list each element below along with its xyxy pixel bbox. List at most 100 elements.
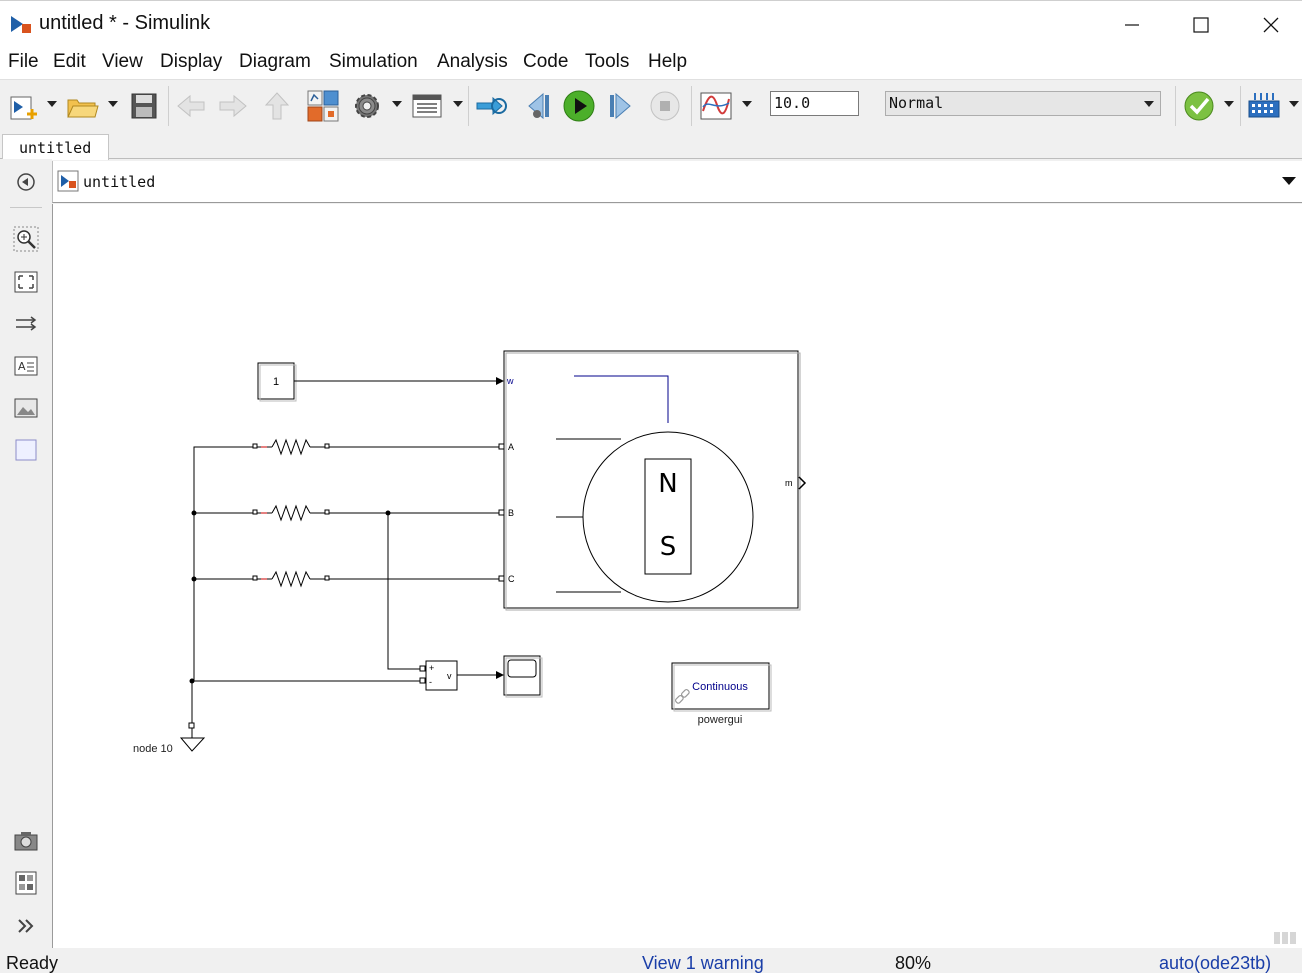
menu-analysis[interactable]: Analysis: [437, 51, 508, 72]
image-icon[interactable]: [13, 395, 39, 421]
new-model-icon[interactable]: [6, 89, 40, 123]
model-tab-strip: untitled: [0, 132, 1302, 160]
menu-display[interactable]: Display: [160, 51, 223, 72]
menu-diagram[interactable]: Diagram: [239, 51, 311, 72]
synchronous-machine-block[interactable]: N S w A B C m: [498, 350, 807, 611]
resistor-a[interactable]: [252, 438, 330, 456]
simulation-mode-select[interactable]: Normal: [885, 91, 1161, 116]
stop-simulation-icon[interactable]: [648, 89, 682, 123]
scope-block[interactable]: [503, 655, 543, 698]
maximize-button[interactable]: [1178, 7, 1224, 43]
chevron-down-icon: [1144, 101, 1154, 107]
step-forward-icon[interactable]: [604, 89, 638, 123]
chevron-down-icon[interactable]: [453, 101, 463, 109]
powergui-label: powergui: [698, 714, 743, 726]
menu-edit[interactable]: Edit: [53, 51, 86, 72]
expand-chevron-icon[interactable]: [13, 913, 39, 939]
up-arrow-icon[interactable]: [260, 89, 294, 123]
constant-block[interactable]: 1: [257, 362, 297, 402]
menu-simulation[interactable]: Simulation: [329, 51, 418, 72]
menu-file[interactable]: File: [8, 51, 39, 72]
route-lines-icon[interactable]: [13, 311, 39, 337]
solver-link[interactable]: auto(ode23tb): [1159, 953, 1272, 973]
toolbar-separator: [691, 86, 692, 126]
chevron-down-icon[interactable]: [108, 101, 118, 109]
save-icon[interactable]: [127, 89, 161, 123]
menu-tools[interactable]: Tools: [585, 51, 630, 72]
chevron-down-icon[interactable]: [392, 101, 402, 109]
minimize-icon: [1125, 24, 1139, 26]
menu-code[interactable]: Code: [523, 51, 569, 72]
wiring[interactable]: [191, 446, 504, 723]
vm-output-label: v: [447, 671, 452, 681]
area-icon[interactable]: [13, 437, 39, 463]
zoom-level: 80%: [895, 953, 932, 973]
menu-help[interactable]: Help: [648, 51, 688, 72]
stop-time-input[interactable]: 10.0: [770, 91, 859, 116]
resistor-b[interactable]: [252, 504, 330, 522]
gear-icon[interactable]: [350, 89, 384, 123]
simulation-mode-value: Normal: [889, 94, 944, 112]
maximize-icon: [1193, 17, 1209, 33]
simulink-app-icon: [11, 16, 31, 33]
menu-view[interactable]: View: [102, 51, 143, 72]
port-a-label: A: [508, 442, 514, 452]
open-folder-icon[interactable]: [65, 89, 99, 123]
port-b-label: B: [508, 508, 514, 518]
junction-dots: [189, 510, 391, 684]
chevron-down-icon[interactable]: [1224, 101, 1234, 109]
block-palette: A: [0, 159, 52, 948]
link-icon: [674, 688, 690, 704]
build-model-icon[interactable]: [1247, 89, 1281, 123]
model-address-bar[interactable]: untitled: [52, 161, 1302, 203]
update-diagram-icon[interactable]: [475, 89, 509, 123]
zoom-in-icon[interactable]: [13, 226, 39, 252]
view-warnings-link[interactable]: View 1 warning: [642, 953, 764, 973]
run-simulation-icon[interactable]: [562, 89, 596, 123]
library-browser-icon[interactable]: [306, 89, 340, 123]
ground-block[interactable]: node 10: [133, 722, 206, 755]
forward-arrow-icon[interactable]: [216, 89, 250, 123]
toolbar-separator: [1240, 86, 1241, 126]
close-button[interactable]: [1248, 7, 1294, 43]
powergui-mode-text: Continuous: [692, 681, 748, 693]
hide-show-explorer-icon[interactable]: [13, 169, 39, 195]
back-arrow-icon[interactable]: [174, 89, 208, 123]
chevron-down-icon[interactable]: [1282, 177, 1296, 186]
model-path: untitled: [83, 173, 156, 191]
chevron-down-icon[interactable]: [47, 101, 57, 109]
chevron-down-icon[interactable]: [742, 101, 752, 109]
toolbar-separator: [1175, 86, 1176, 126]
step-back-icon[interactable]: [521, 89, 555, 123]
viewmarks-icon[interactable]: [13, 870, 39, 896]
chevron-down-icon[interactable]: [1289, 101, 1299, 109]
diagram-canvas[interactable]: 1: [52, 204, 1302, 948]
voltage-measurement-block[interactable]: + - v: [419, 660, 458, 691]
model-diagram: 1: [133, 350, 1296, 944]
vm-plus-label: +: [429, 663, 434, 673]
minimize-button[interactable]: [1109, 7, 1155, 43]
screenshot-icon[interactable]: [13, 828, 39, 854]
palette-separator: [10, 207, 42, 208]
window-title: untitled * - Simulink: [39, 12, 211, 34]
annotation-icon[interactable]: A: [13, 353, 39, 379]
status-text: Ready: [6, 953, 59, 973]
menu-bar: File Edit View Display Diagram Simulatio…: [0, 45, 1302, 79]
resize-grip-icon[interactable]: [1274, 932, 1296, 944]
toolbar-separator: [168, 86, 169, 126]
magnet-north-label: N: [658, 469, 677, 499]
data-inspector-icon[interactable]: [699, 89, 733, 123]
resistor-c[interactable]: [252, 570, 330, 588]
fit-to-view-icon[interactable]: [13, 269, 39, 295]
constant-value: 1: [273, 376, 279, 388]
vm-minus-label: -: [429, 677, 432, 687]
powergui-block[interactable]: Continuous powergui: [671, 662, 772, 726]
svg-text:A: A: [18, 360, 26, 373]
port-c-label: C: [508, 574, 515, 584]
toolbar-separator: [468, 86, 469, 126]
model-advisor-check-icon[interactable]: [1182, 89, 1216, 123]
title-bar: untitled * - Simulink: [0, 1, 1302, 45]
tab-untitled[interactable]: untitled: [2, 134, 109, 160]
model-explorer-icon[interactable]: [410, 89, 444, 123]
